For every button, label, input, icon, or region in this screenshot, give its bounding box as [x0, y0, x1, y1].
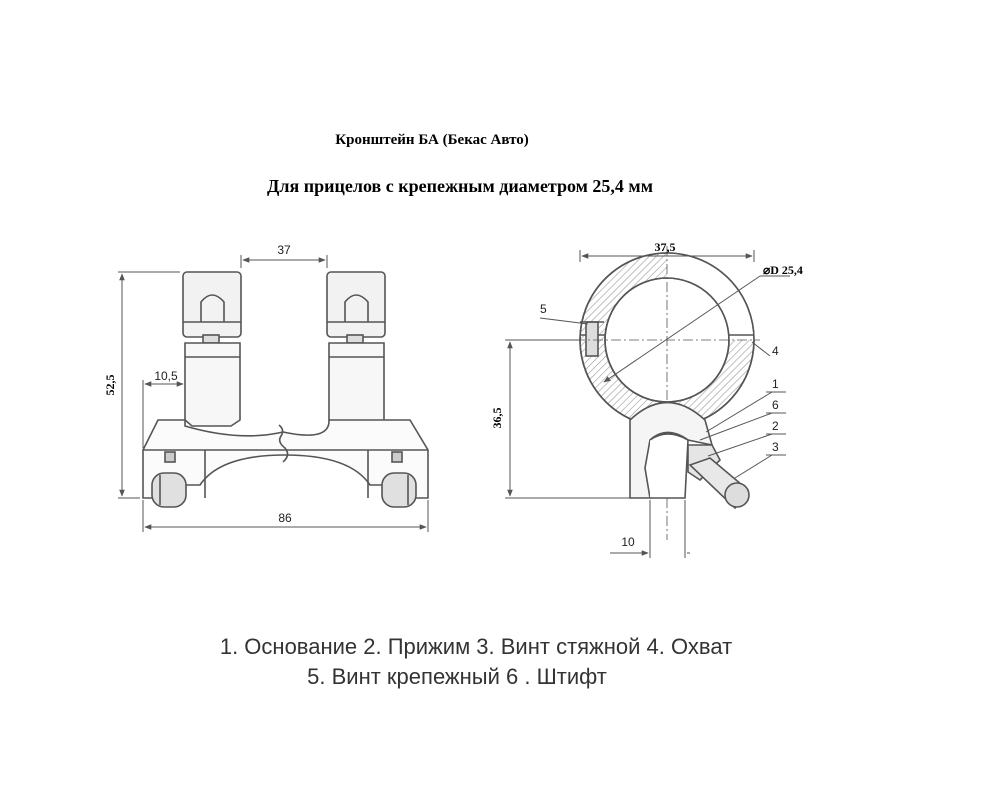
callout-3: 3	[772, 440, 779, 454]
side-dim-diameter: ⌀D 25,4	[763, 263, 803, 277]
front-dim-top: 37	[277, 243, 291, 257]
page-subtitle: Для прицелов с крепежным диаметром 25,4 …	[267, 176, 653, 196]
callout-2: 2	[772, 419, 779, 433]
front-view	[118, 255, 429, 532]
front-dim-offset: 10,5	[154, 369, 178, 383]
side-dim-top: 37,5	[655, 240, 676, 254]
side-view	[505, 246, 790, 558]
callout-1: 1	[772, 377, 779, 391]
side-dim-height: 36,5	[490, 408, 504, 429]
front-dim-bottom: 86	[278, 511, 292, 525]
side-dim-bottom: 10	[621, 535, 635, 549]
legend-line-1: 1. Основание 2. Прижим 3. Винт стяжной 4…	[219, 634, 733, 659]
legend-line-2: 5. Винт крепежный 6 . Штифт	[307, 664, 607, 689]
callout-6: 6	[772, 398, 779, 412]
front-dim-height: 52,5	[103, 375, 117, 396]
callout-5: 5	[540, 302, 547, 316]
callout-4: 4	[772, 344, 779, 358]
page-title: Кронштейн БА (Бекас Авто)	[335, 132, 529, 148]
